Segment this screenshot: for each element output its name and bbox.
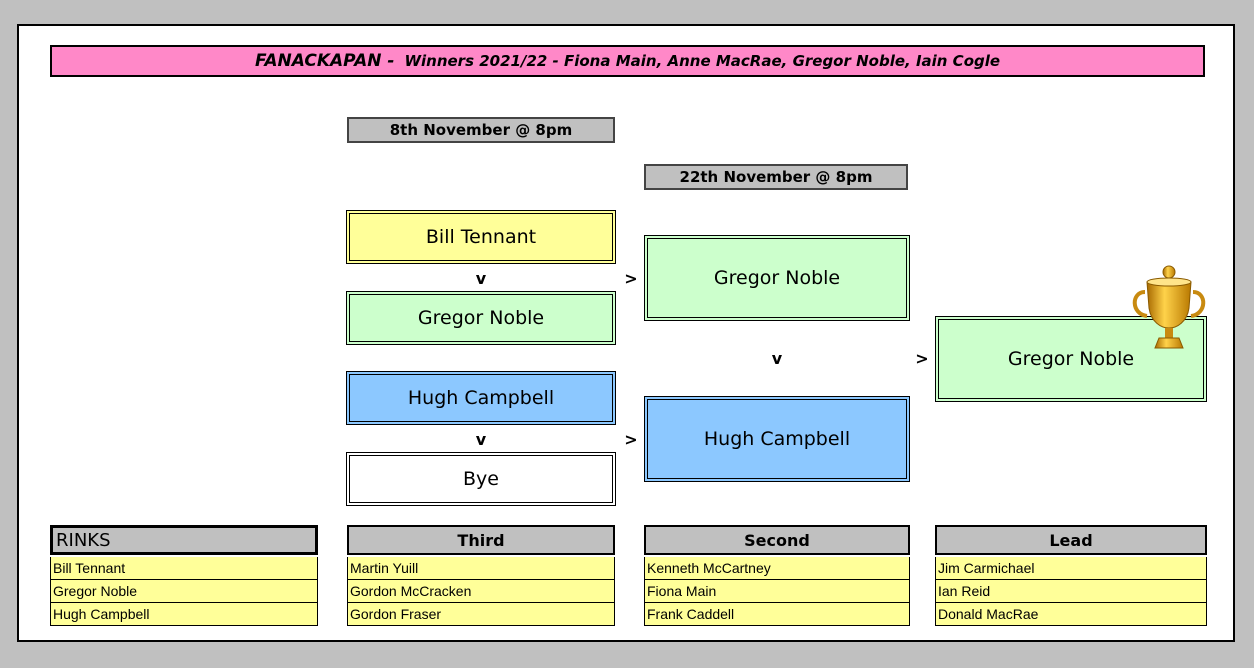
list-item: Kenneth McCartney — [644, 557, 910, 580]
third-header: Third — [347, 525, 615, 555]
round2-team-a: Gregor Noble — [644, 235, 910, 321]
list-item: Martin Yuill — [347, 557, 615, 580]
list-item: Fiona Main — [644, 580, 910, 603]
second-header: Second — [644, 525, 910, 555]
lead-list: Jim Carmichael Ian Reid Donald MacRae — [935, 557, 1207, 626]
competition-title: FANACKAPAN - — [254, 51, 395, 71]
list-item: Gordon McCracken — [347, 580, 615, 603]
list-item: Bill Tennant — [50, 557, 318, 580]
third-list: Martin Yuill Gordon McCracken Gordon Fra… — [347, 557, 615, 626]
advance-arrow-3: > — [915, 348, 929, 368]
list-item: Donald MacRae — [935, 603, 1207, 626]
round2-team-b: Hugh Campbell — [644, 396, 910, 482]
winners-text: Winners 2021/22 - Fiona Main, Anne MacRa… — [404, 52, 1001, 70]
second-list: Kenneth McCartney Fiona Main Frank Cadde… — [644, 557, 910, 626]
title-bar: FANACKAPAN - Winners 2021/22 - Fiona Mai… — [50, 45, 1205, 77]
list-item: Gordon Fraser — [347, 603, 615, 626]
trophy-icon — [1132, 265, 1206, 349]
list-item: Jim Carmichael — [935, 557, 1207, 580]
rinks-header: RINKS — [50, 525, 318, 555]
lead-header: Lead — [935, 525, 1207, 555]
round1-match2-team-a: Hugh Campbell — [346, 371, 616, 425]
final-winner: Gregor Noble — [935, 316, 1207, 402]
round2-date: 22th November @ 8pm — [644, 164, 908, 190]
list-item: Frank Caddell — [644, 603, 910, 626]
round1-match1-team-b: Gregor Noble — [346, 291, 616, 345]
advance-arrow-2: > — [624, 429, 638, 449]
sheet: FANACKAPAN - Winners 2021/22 - Fiona Mai… — [17, 24, 1235, 642]
round1-date: 8th November @ 8pm — [347, 117, 615, 143]
skips-list: Bill Tennant Gregor Noble Hugh Campbell — [50, 557, 318, 626]
round1-match2-vs: v — [475, 429, 487, 449]
round1-match1-vs: v — [475, 268, 487, 288]
round1-match2-team-b: Bye — [346, 452, 616, 506]
list-item: Ian Reid — [935, 580, 1207, 603]
list-item: Gregor Noble — [50, 580, 318, 603]
round2-vs: v — [771, 348, 783, 368]
list-item: Hugh Campbell — [50, 603, 318, 626]
round1-match1-team-a: Bill Tennant — [346, 210, 616, 264]
advance-arrow-1: > — [624, 268, 638, 288]
